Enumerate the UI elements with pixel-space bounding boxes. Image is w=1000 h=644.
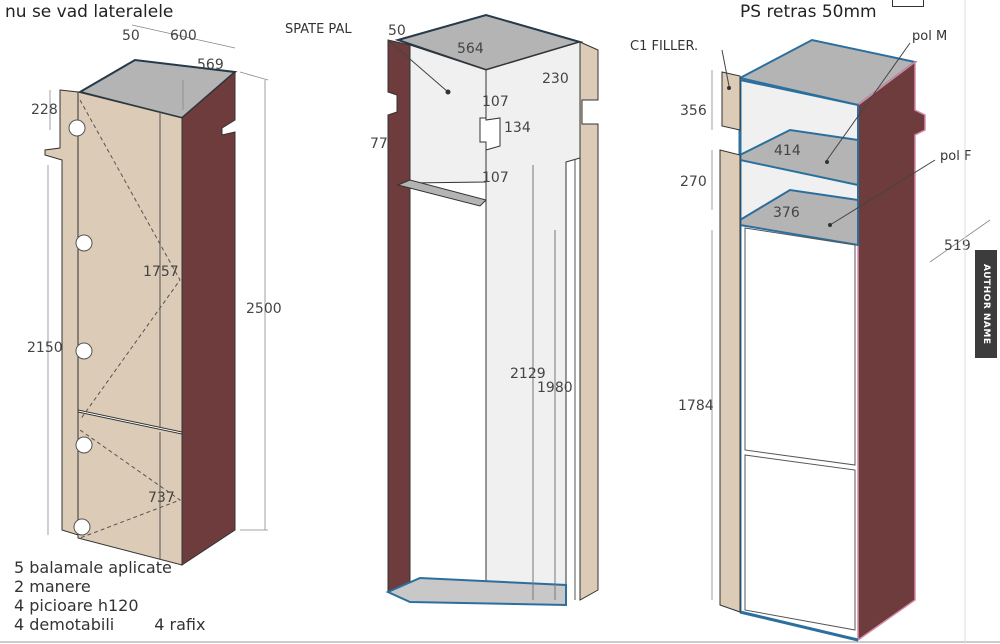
- dim-356: 356: [680, 103, 707, 119]
- left-cabinet: 50 600 569 228 1757 2500 2150 737: [27, 24, 282, 566]
- left-title: nu se vad lateralele: [5, 2, 173, 22]
- dim-1784: 1784: [678, 398, 714, 414]
- dim-414: 414: [774, 143, 801, 159]
- left-cabinet-side: [181, 70, 236, 566]
- dim-376: 376: [773, 205, 800, 221]
- middle-cabinet: SPATE PAL 50 564 230 107 134 77 107 2129…: [285, 13, 599, 607]
- dim-2129: 2129: [510, 366, 546, 382]
- hinge-icon: [75, 342, 93, 360]
- pol-m-label: pol M: [912, 29, 947, 44]
- dim-50: 50: [388, 23, 406, 39]
- left-cabinet-filler: [44, 89, 79, 536]
- dim-600: 600: [170, 28, 197, 44]
- dim-2150: 2150: [27, 340, 63, 356]
- left-cabinet-door-lower: [77, 411, 183, 566]
- dim-270: 270: [680, 174, 707, 190]
- dim-107-top: 107: [482, 94, 509, 110]
- dim-1757: 1757: [143, 264, 179, 280]
- note-line: 4 picioare h120: [14, 596, 139, 615]
- c1-filler-upper: [721, 71, 741, 131]
- dim-134: 134: [504, 120, 531, 136]
- hinge-icon: [75, 234, 93, 252]
- pol-f-label: pol F: [940, 149, 971, 164]
- hinge-icon: [73, 518, 91, 536]
- middle-bottom: [385, 576, 567, 607]
- dim-519: 519: [944, 238, 971, 254]
- note-line: 5 balamale aplicate: [14, 558, 172, 577]
- note-rafix: 4 rafix: [154, 615, 206, 634]
- dim-569: 569: [197, 57, 224, 73]
- title-block-box: [892, 0, 924, 7]
- right-door-lower: [744, 454, 856, 631]
- hinge-icon: [75, 436, 93, 454]
- hinge-icon: [68, 119, 86, 137]
- spate-pal-label: SPATE PAL: [285, 22, 352, 37]
- left-cabinet-door-upper: [77, 91, 183, 433]
- middle-left-side: [387, 39, 411, 603]
- middle-shelf: [396, 179, 487, 207]
- dim-107-bottom: 107: [482, 170, 509, 186]
- dim-77: 77: [370, 136, 388, 152]
- hardware-notes: 5 balamale aplicate 2 manere 4 picioare …: [14, 558, 205, 634]
- note-demotabili: 4 demotabili: [14, 615, 115, 634]
- note-line: 2 manere: [14, 577, 91, 596]
- dim-737: 737: [148, 490, 175, 506]
- dim-564: 564: [457, 41, 484, 57]
- c1-filler-lower: [719, 149, 741, 613]
- dim-1980: 1980: [537, 380, 573, 396]
- right-title: PS retras 50mm: [740, 2, 877, 22]
- right-side: [857, 60, 926, 642]
- c1-filler-label: C1 FILLER.: [630, 39, 698, 54]
- dim-230: 230: [542, 71, 569, 87]
- author-name-tab[interactable]: AUTHOR NAME: [975, 250, 997, 358]
- dim-228: 228: [31, 102, 58, 118]
- dim-2500: 2500: [246, 301, 282, 317]
- middle-right-side: [579, 41, 599, 601]
- note-line: 4 demotabili 4 rafix: [14, 615, 205, 634]
- right-door-upper: [744, 227, 856, 466]
- dim-50: 50: [122, 28, 140, 44]
- right-cabinet: C1 FILLER. pol M pol F 356 414 270 376 5…: [630, 29, 991, 642]
